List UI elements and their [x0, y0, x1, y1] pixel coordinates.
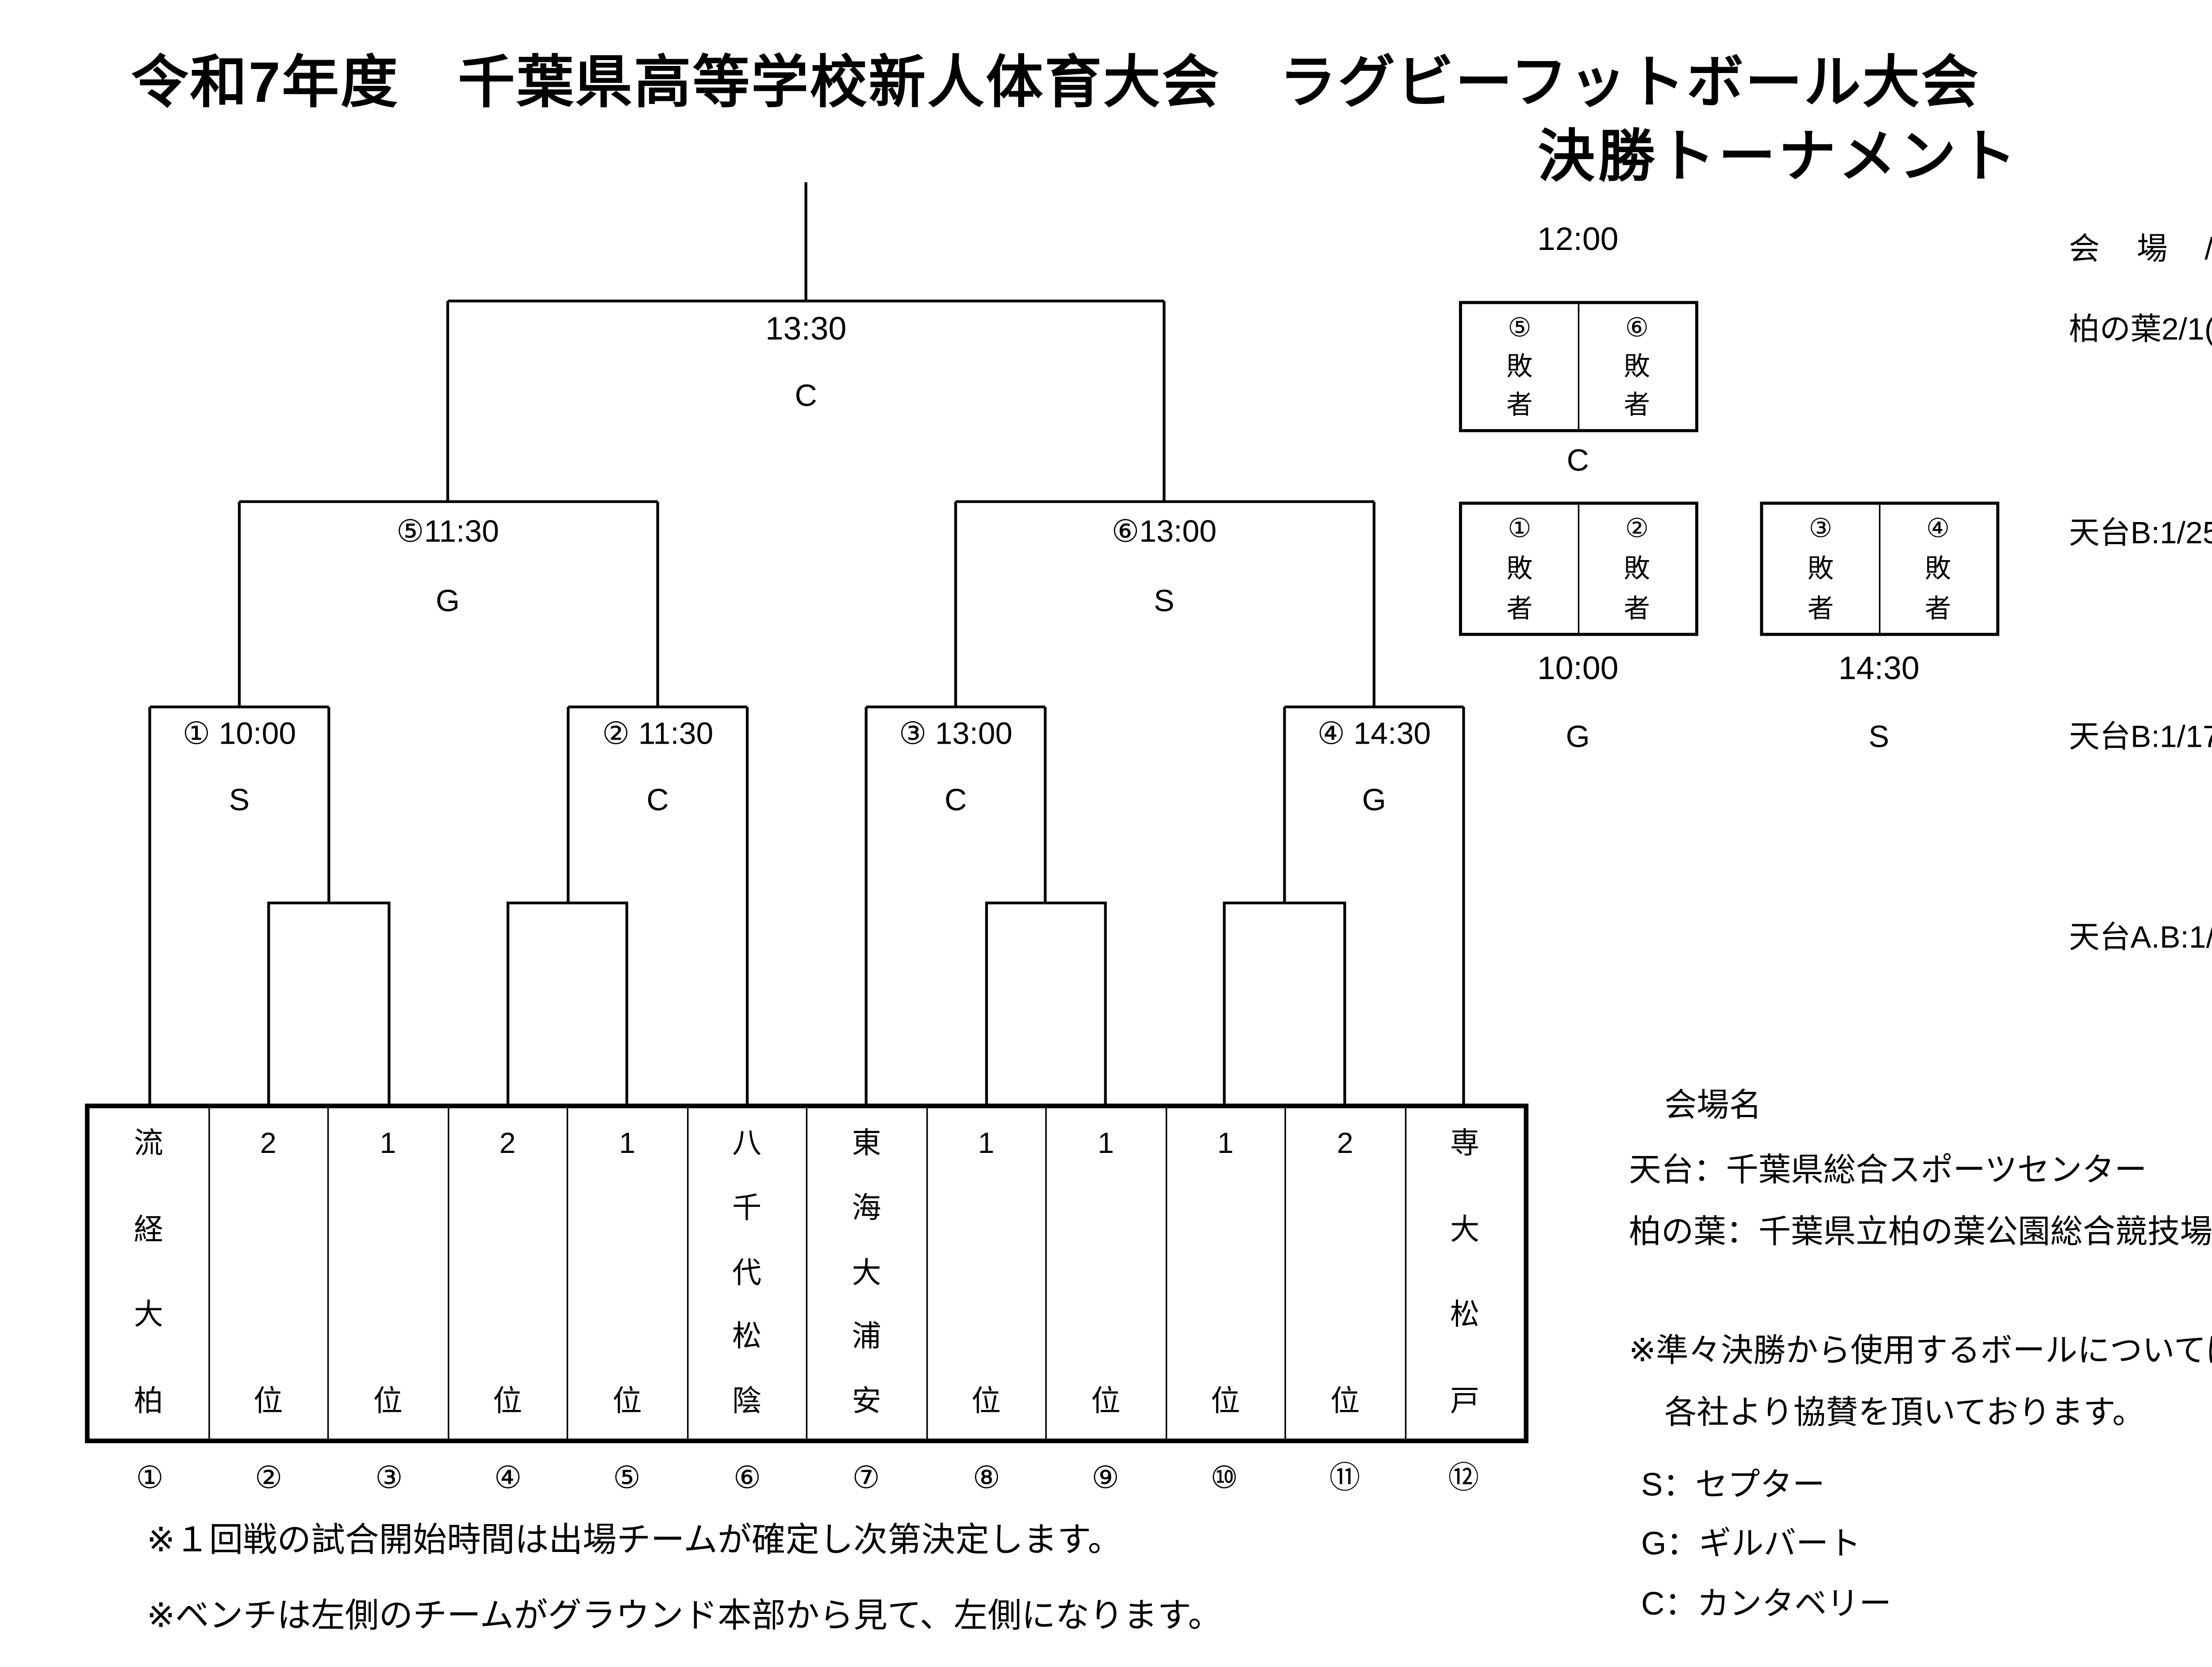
seed-number-4: ④	[494, 1461, 522, 1496]
seed-number-2: ②	[254, 1461, 283, 1496]
consolation-3-ball: S	[1868, 721, 1889, 755]
schedule-header: 会 場 / 日程	[2069, 233, 2212, 267]
consolation-1-time: 12:00	[1537, 222, 1619, 258]
seed-number-11: ⑪	[1329, 1461, 1360, 1496]
quarterfinal-3-label: ③ 13:00	[899, 718, 1013, 752]
ball-note-line-2: 各社より協賛を頂いております。	[1664, 1395, 2145, 1431]
seed-number-8: ⑧	[972, 1461, 1001, 1496]
final-ball-label: C	[795, 380, 817, 414]
semifinal-5-label: ⑤11:30	[396, 515, 499, 550]
semifinal-6-ball: S	[1154, 585, 1175, 619]
quarterfinal-2-label: ② 11:30	[602, 718, 714, 752]
quarterfinal-4-label: ④ 14:30	[1317, 718, 1431, 752]
team-cell-7: 東海大浦安	[807, 1108, 927, 1439]
semifinal-5-ball: G	[435, 585, 460, 619]
seed-number-5: ⑤	[613, 1461, 641, 1496]
consolation-2-time: 10:00	[1537, 651, 1619, 687]
final-time-label: 13:30	[765, 311, 847, 348]
team-cell-6: 八千代松陰	[688, 1108, 808, 1439]
consolation-3-time: 14:30	[1838, 651, 1920, 687]
footnote-2: ※ベンチは左側のチームがグラウンド本部から見て、左側になります。	[146, 1596, 1222, 1635]
page-subtitle: 決勝トーナメント	[1537, 125, 2020, 188]
ball-legend-g: G：ギルバート	[1641, 1526, 1861, 1562]
consolation-2-ball: G	[1566, 721, 1590, 755]
schedule-row-semifinal: 天台B:1/25(日)	[2069, 517, 2212, 551]
schedule-row-quarterfinal: 天台B:1/17(土)	[2069, 721, 2212, 755]
seed-number-9: ⑨	[1091, 1461, 1119, 1496]
quarterfinal-4-ball: G	[1362, 784, 1386, 818]
page-title: 令和7年度 千葉県高等学校新人体育大会 ラグビーフットボール大会	[131, 51, 1980, 115]
semifinal-6-label: ⑥13:00	[1111, 515, 1217, 550]
seed-number-10: ⑩	[1210, 1461, 1238, 1496]
seed-number-1: ①	[136, 1461, 164, 1496]
schedule-row-firstround: 天台A.B:1/11(日)	[2069, 921, 2212, 956]
seed-number-3: ③	[375, 1461, 403, 1496]
schedule-row-final: 柏の葉2/1(日)	[2069, 313, 2212, 348]
quarterfinal-1-label: ① 10:00	[182, 718, 296, 752]
footnote-1: ※１回戦の試合開始時間は出場チームが確定し次第決定します。	[146, 1520, 1122, 1559]
ball-legend-s: S：セプター	[1641, 1467, 1825, 1504]
venue-heading: 会場名	[1664, 1088, 1762, 1124]
quarterfinal-1-ball: S	[229, 784, 250, 818]
quarterfinal-3-ball: C	[944, 784, 967, 818]
venue-line-kashiwanoha: 柏の葉：千葉県立柏の葉公園総合競技場	[1628, 1214, 2212, 1251]
consolation-1-ball: C	[1567, 444, 1589, 479]
seed-number-6: ⑥	[733, 1461, 761, 1496]
team-cell-12: 専大松戸	[1450, 1128, 1480, 1419]
seed-number-12: ⑫	[1448, 1461, 1479, 1496]
seed-number-7: ⑦	[852, 1461, 880, 1496]
quarterfinal-2-ball: C	[646, 784, 669, 818]
venue-line-tendai: 天台：千葉県総合スポーツセンター	[1628, 1153, 2147, 1189]
team-cell-1: 流経大柏	[89, 1108, 209, 1439]
ball-legend-c: C：カンタベリー	[1641, 1586, 1892, 1622]
ball-note-line-1: ※準々決勝から使用するボールについては、	[1628, 1333, 2212, 1369]
